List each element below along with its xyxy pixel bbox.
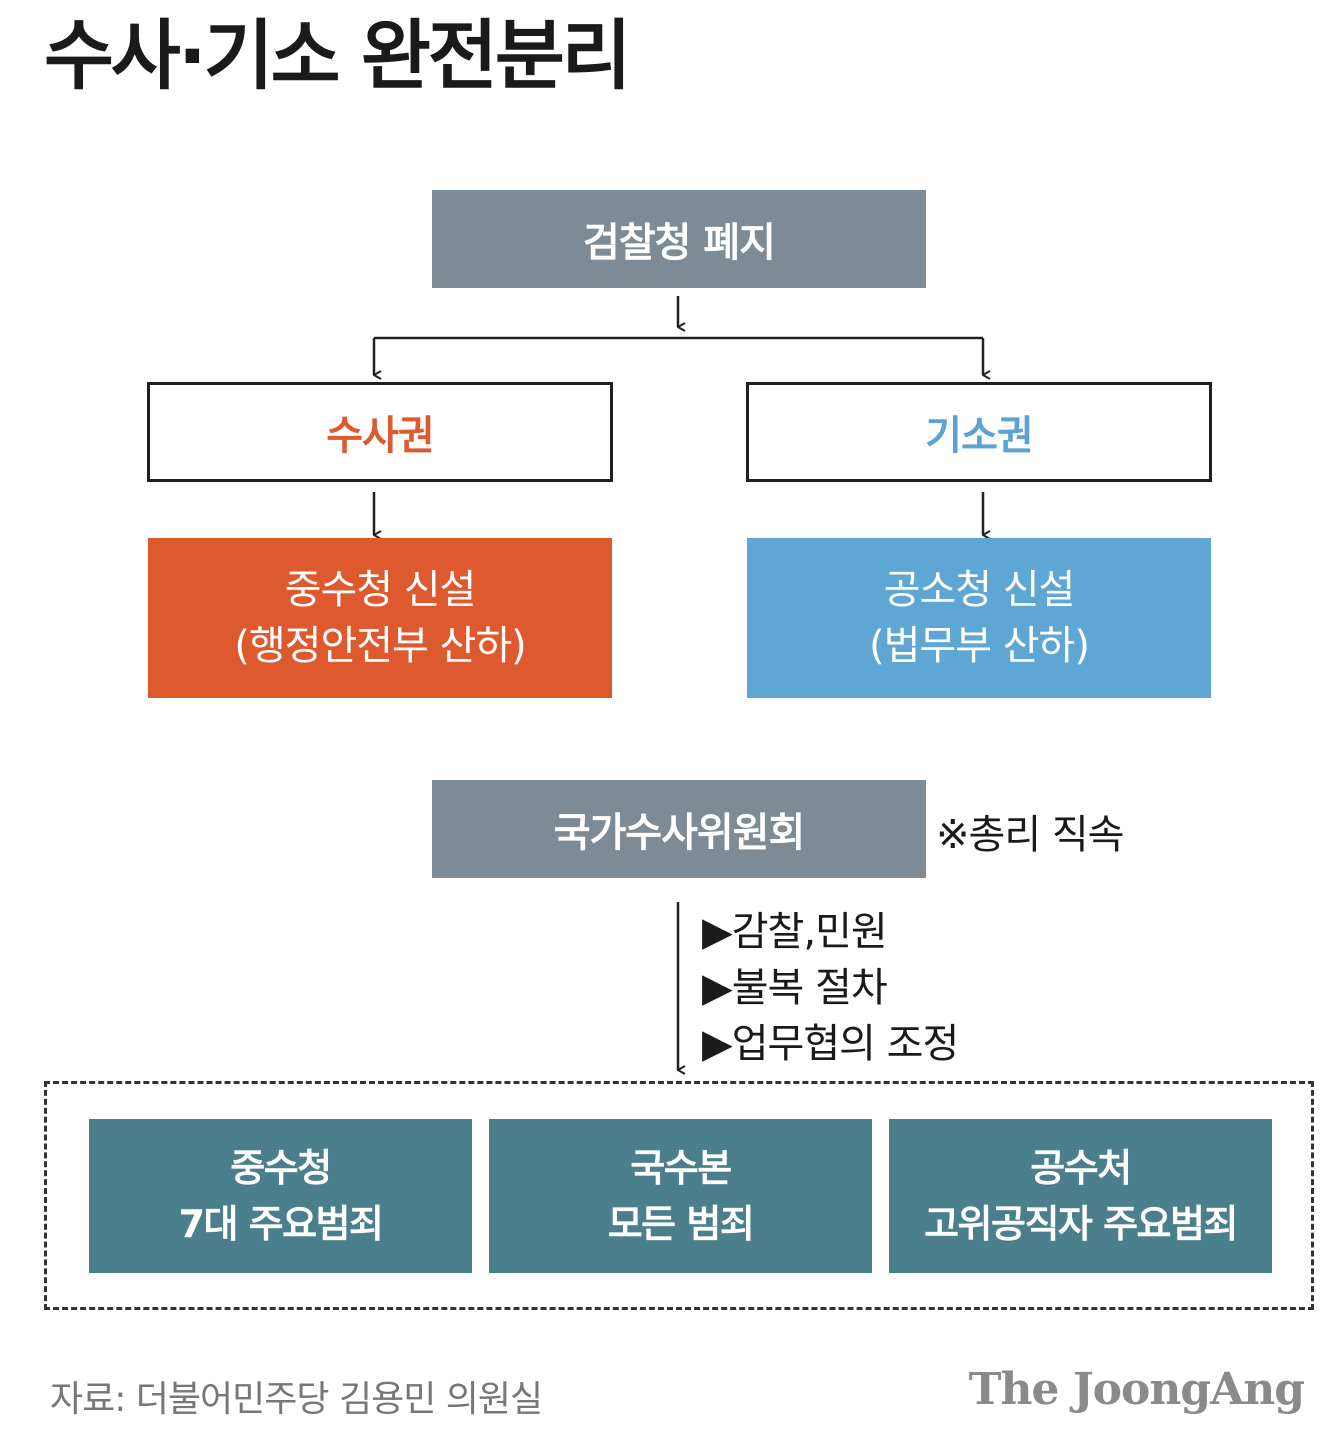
committee-functions-list: ▶감찰,민원 ▶불복 절차 ▶업무협의 조정 xyxy=(702,904,959,1072)
agencies-group xyxy=(44,1081,1314,1310)
serious-crimes-agency-line1: 중수청 신설 xyxy=(284,567,477,613)
abolish-prosecution-label: 검찰청 폐지 xyxy=(583,220,776,266)
agency-scope: 고위공직자 주요범죄 xyxy=(924,1202,1238,1246)
committee-note: ※총리 직속 xyxy=(936,812,1124,858)
agency-name: 공수처 xyxy=(1030,1146,1132,1190)
source-credit: 자료: 더불어민주당 김용민 의원실 xyxy=(50,1379,543,1420)
agency-scope: 모든 범죄 xyxy=(607,1202,755,1246)
brand-logo: The JoongAng xyxy=(968,1364,1305,1415)
national-investigation-committee-box: 국가수사위원회 xyxy=(432,780,926,878)
indictment-agency-box: 공소청 신설 (법무부 산하) xyxy=(747,538,1211,698)
function-item-appeal: ▶불복 절차 xyxy=(702,965,888,1011)
investigation-power-box: 수사권 xyxy=(147,382,613,482)
national-investigation-committee-label: 국가수사위원회 xyxy=(553,810,806,856)
page-title: 수사·기소 완전분리 xyxy=(44,11,632,100)
serious-crimes-agency-box: 중수청 신설 (행정안전부 산하) xyxy=(148,538,612,698)
indictment-agency-line1: 공소청 신설 xyxy=(883,567,1076,613)
function-item-audit: ▶감찰,민원 xyxy=(702,909,888,955)
investigation-power-label: 수사권 xyxy=(326,413,434,459)
indictment-power-box: 기소권 xyxy=(746,382,1212,482)
function-item-coordination: ▶업무협의 조정 xyxy=(702,1021,959,1067)
agency-scope: 7대 주요범죄 xyxy=(178,1202,384,1246)
agency-box-cio: 공수처 고위공직자 주요범죄 xyxy=(889,1119,1272,1273)
serious-crimes-agency-line2: (행정안전부 산하) xyxy=(234,623,527,669)
abolish-prosecution-box: 검찰청 폐지 xyxy=(432,190,926,288)
agency-name: 중수청 xyxy=(230,1146,332,1190)
indictment-power-label: 기소권 xyxy=(925,413,1033,459)
indictment-agency-line2: (법무부 산하) xyxy=(869,623,1090,669)
agency-name: 국수본 xyxy=(630,1146,732,1190)
agency-box-national-police: 국수본 모든 범죄 xyxy=(489,1119,872,1273)
agency-box-serious-crimes: 중수청 7대 주요범죄 xyxy=(89,1119,472,1273)
